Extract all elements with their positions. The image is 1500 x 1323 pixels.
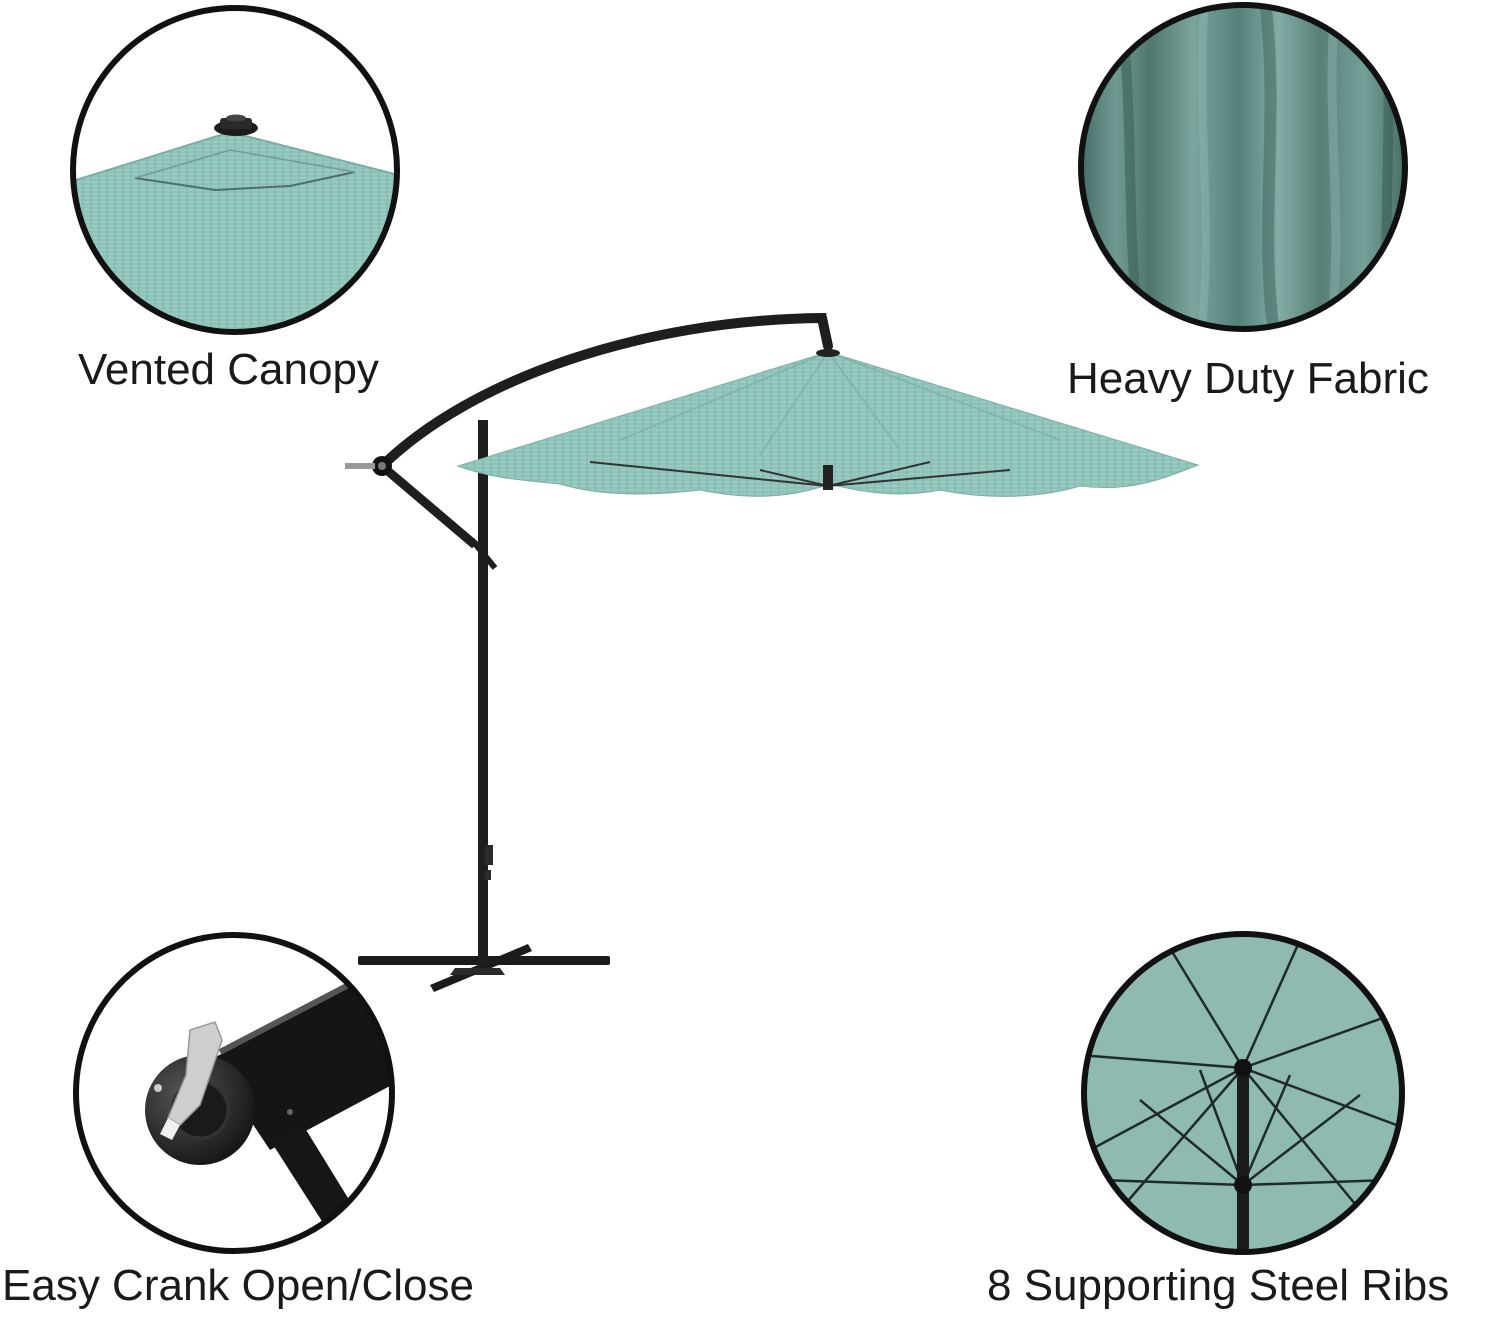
ribs-frame [1081, 931, 1405, 1255]
vented-canopy-frame [70, 5, 400, 335]
crank-frame [73, 932, 395, 1254]
vented-canopy-closeup [70, 5, 400, 335]
heavy-duty-fabric-label: Heavy Duty Fabric [1067, 354, 1429, 403]
umbrella-illustration [345, 312, 1200, 992]
fabric-frame [1078, 2, 1408, 332]
ribs-closeup [1081, 931, 1405, 1255]
fabric-closeup [1078, 2, 1408, 332]
main-pole [478, 420, 488, 965]
easy-crank-label: Easy Crank Open/Close [2, 1261, 474, 1310]
cantilever-arm [377, 312, 833, 471]
steel-ribs-label: 8 Supporting Steel Ribs [987, 1261, 1450, 1310]
vented-canopy-label: Vented Canopy [78, 345, 379, 394]
crank-closeup [73, 932, 395, 1254]
